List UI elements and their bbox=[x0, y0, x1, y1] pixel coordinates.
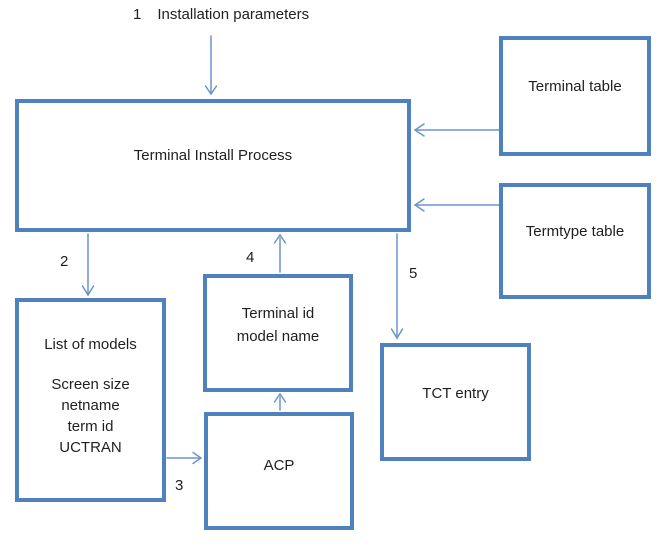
arrow-step4-up bbox=[273, 233, 287, 273]
arrow-step3-right bbox=[166, 451, 203, 465]
arrow-termtype-table-left bbox=[413, 198, 500, 212]
box-list-of-models: List of models Screen size netname term … bbox=[15, 298, 166, 502]
list-of-models-title: List of models bbox=[44, 336, 137, 353]
terminal-id-line: Terminal id bbox=[241, 305, 315, 322]
box-tct-entry-label: TCT entry bbox=[422, 384, 489, 402]
arrow-step2-down bbox=[81, 233, 95, 297]
step4-number: 4 bbox=[246, 249, 255, 266]
arrow-step5-down bbox=[390, 233, 404, 340]
list-of-models-screen-size: Screen size bbox=[51, 376, 130, 393]
box-terminal-install-process: Terminal Install Process bbox=[15, 99, 411, 232]
arrow-terminal-table-left bbox=[413, 123, 500, 137]
box-acp: ACP bbox=[204, 412, 354, 530]
box-termtype-table: Termtype table bbox=[499, 183, 651, 299]
list-of-models-netname: netname bbox=[61, 397, 120, 414]
step3-number: 3 bbox=[175, 477, 184, 494]
box-terminal-id-model-name: Terminal id model name bbox=[203, 274, 353, 392]
box-acp-label: ACP bbox=[263, 456, 295, 474]
box-terminal-table-label: Terminal table bbox=[528, 77, 622, 95]
box-tct-entry: TCT entry bbox=[380, 343, 531, 461]
box-terminal-install-process-label: Terminal Install Process bbox=[133, 146, 293, 164]
arrow-acp-to-terminal-id-up bbox=[273, 392, 287, 411]
list-of-models-term-id: term id bbox=[67, 418, 114, 435]
step1-caption: 1 Installation parameters bbox=[133, 6, 309, 24]
box-terminal-table: Terminal table bbox=[499, 36, 651, 156]
box-termtype-table-label: Termtype table bbox=[525, 222, 625, 240]
model-name-line: model name bbox=[236, 328, 320, 345]
step2-number: 2 bbox=[60, 253, 69, 270]
step5-number: 5 bbox=[409, 265, 418, 282]
list-of-models-uctran: UCTRAN bbox=[59, 439, 122, 456]
arrow-installation-parameters-down bbox=[204, 35, 218, 96]
step1-number: 1 bbox=[133, 6, 142, 23]
step1-text: Installation parameters bbox=[157, 6, 310, 23]
